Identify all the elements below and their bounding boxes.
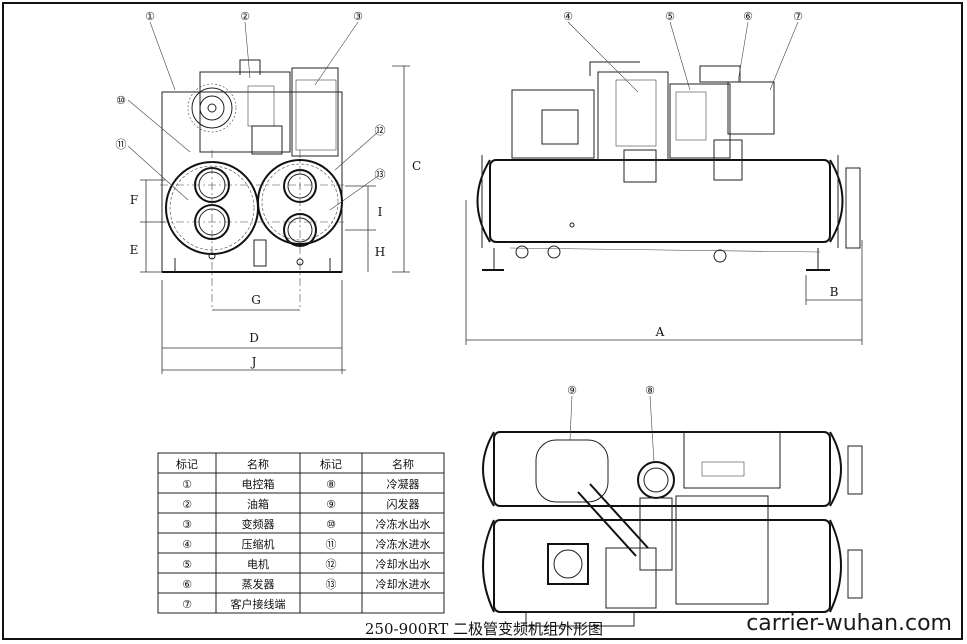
- callout-6: ⑥: [743, 10, 753, 23]
- legend-cell: ②: [182, 498, 192, 511]
- callout-1: ①: [145, 10, 155, 23]
- side-view: [127, 21, 379, 310]
- legend-table: 标记 名称 标记 名称 ① 电控箱 ⑧ 冷凝器 ② 油箱 ⑨ 闪发器 ③ 变频器…: [157, 452, 445, 614]
- dim-label-e: E: [130, 243, 139, 257]
- dim-label-c: C: [412, 159, 421, 173]
- legend-cell: 冷冻水出水: [376, 517, 431, 531]
- legend-cell: 电机: [247, 557, 269, 571]
- legend-cell: ①: [182, 478, 192, 491]
- legend-cell: ③: [182, 518, 192, 531]
- legend-cell: ⑬: [326, 578, 337, 591]
- dim-label-d: D: [249, 331, 259, 345]
- callout-10: ⑩: [116, 94, 126, 107]
- callout-9: ⑨: [567, 384, 577, 397]
- dim-label-j: J: [250, 355, 257, 369]
- dim-label-a: A: [655, 325, 665, 339]
- legend-header-name-1: 名称: [247, 457, 269, 471]
- legend-header-name-2: 名称: [392, 457, 414, 471]
- dimension-labels: A B C D E F G H I J: [130, 159, 839, 369]
- legend-cell: ⑤: [182, 558, 192, 571]
- callout-13: ⑬: [375, 168, 386, 181]
- callout-3: ③: [353, 10, 363, 23]
- legend-cell: ⑫: [326, 558, 337, 571]
- legend-cell: ⑪: [326, 538, 337, 551]
- callout-4: ④: [563, 10, 573, 23]
- legend-cell: ⑧: [326, 478, 336, 491]
- legend-cell: 冷却水进水: [376, 578, 431, 591]
- plan-view: [482, 395, 863, 627]
- side-view-dimensions: [140, 65, 410, 374]
- legend-cell: 变频器: [242, 517, 275, 531]
- callout-2: ②: [240, 10, 250, 23]
- callout-5: ⑤: [665, 10, 675, 23]
- legend-cell: ⑥: [182, 578, 192, 591]
- watermark: carrier-wuhan.com: [746, 611, 952, 636]
- legend-cell: 蒸发器: [242, 577, 275, 591]
- callout-12: ⑫: [375, 124, 386, 137]
- legend-cell: ⑩: [326, 518, 336, 531]
- drawing-caption: 250-900RT 二极管变频机组外形图: [365, 620, 603, 638]
- legend-cell: 冷却水出水: [376, 557, 431, 571]
- legend-cell: ⑦: [182, 598, 192, 611]
- legend-cell: 压缩机: [242, 537, 275, 551]
- legend-cell: 油箱: [247, 497, 269, 511]
- elevation-view: [476, 21, 861, 271]
- legend-cell: ④: [182, 538, 192, 551]
- legend-header-mark-2: 标记: [320, 457, 342, 471]
- callout-7: ⑦: [793, 10, 803, 23]
- callout-labels: ① ② ③ ④ ⑤ ⑥ ⑦ ⑩ ⑪ ⑫ ⑬ ⑨ ⑧: [116, 10, 804, 397]
- callout-11: ⑪: [116, 138, 127, 151]
- dim-label-f: F: [130, 193, 138, 207]
- dim-label-h: H: [375, 245, 385, 259]
- dim-label-b: B: [830, 285, 839, 299]
- callout-8: ⑧: [645, 384, 655, 397]
- elevation-dimensions: [465, 200, 863, 345]
- legend-cell: 冷冻水进水: [376, 537, 431, 551]
- legend-cell: 客户接线端: [231, 597, 286, 611]
- dim-label-g: G: [251, 293, 261, 307]
- legend-cell: 冷凝器: [387, 477, 420, 491]
- legend-cell: 电控箱: [242, 477, 275, 491]
- dim-label-i: I: [378, 205, 383, 219]
- legend-cell: 闪发器: [387, 497, 420, 511]
- legend-header-mark-1: 标记: [176, 457, 198, 471]
- legend-cell: ⑨: [326, 498, 336, 511]
